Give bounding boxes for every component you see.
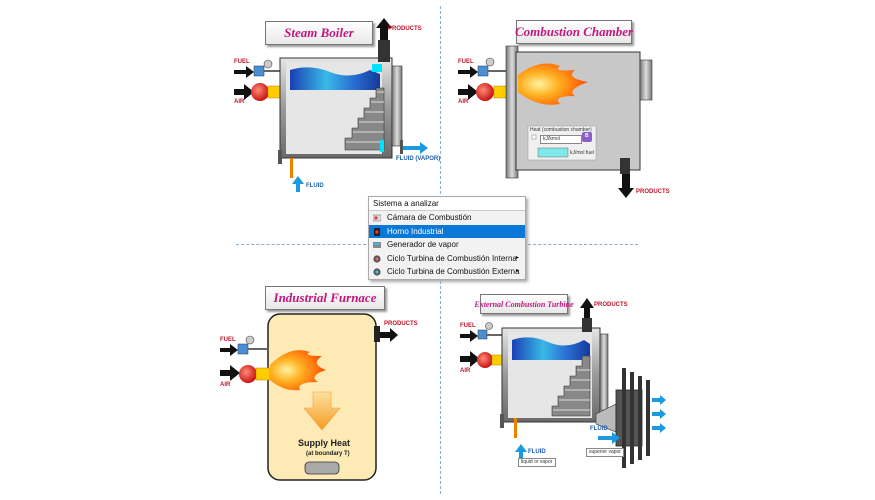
steam-fluid-vapor-label: FLUID (VAPOR) [396, 156, 441, 162]
external-turbine-icon [373, 268, 381, 276]
menu-item-label: Generador de vapor [387, 240, 459, 249]
steam-fluid-arrow [292, 176, 304, 192]
turbine-fluid-in-select[interactable]: liquid or vapor [518, 458, 556, 467]
heat-chamber-label: Heat (combustion chamber) [530, 127, 592, 133]
combustion-chamber-diagram [458, 45, 653, 198]
steam-boiler-title: Steam Boiler [265, 21, 373, 45]
external-turbine-title-text: External Combustion Turbine [474, 299, 574, 309]
menu-item-steam-generator[interactable]: Generador de vapor [369, 238, 525, 252]
steam-boiler-title-text: Steam Boiler [284, 25, 354, 40]
submenu-arrow-icon: ▸ [515, 254, 519, 261]
submenu-arrow-icon: ▸ [515, 268, 519, 274]
steam-products-arrow [376, 18, 392, 40]
menu-item-combustion-chamber[interactable]: Cámara de Combustión [369, 211, 525, 225]
turbine-products-label: PRODUCTS [594, 302, 628, 308]
steam-fuel-label: FUEL [234, 59, 250, 65]
menu-item-industrial-furnace[interactable]: Horno Industrial [369, 224, 525, 238]
menu-item-internal-turbine-cycle[interactable]: Ciclo Turbina de Combustión Interna ▸ [369, 252, 525, 266]
furnace-flame [270, 350, 326, 391]
at-boundary-label: (at boundary T) [306, 451, 350, 457]
menu-item-label: Ciclo Turbina de Combustión Externa [387, 267, 520, 276]
chamber-products-label: PRODUCTS [636, 189, 670, 195]
industrial-furnace-title-text: Industrial Furnace [273, 290, 377, 305]
turbine-fluid-in-label: FLUID [528, 449, 546, 455]
steam-air-label: AIR [234, 99, 245, 105]
heat-unit-text: kJ/mol fuel [570, 150, 594, 156]
steam-products-label: PRODUCTS [388, 26, 422, 32]
turbine-fluid-out-label: FLUID [590, 426, 608, 432]
furnace-fuel-arrow [220, 344, 238, 356]
turbine-fuel-arrow [460, 330, 478, 342]
supply-heat-label: Supply Heat [298, 438, 351, 448]
chamber-flame [518, 63, 588, 105]
turbine-air-label: AIR [460, 368, 471, 374]
heat-unit-select[interactable]: kJ/kmol [540, 135, 582, 144]
external-turbine-title: External Combustion Turbine [474, 294, 574, 314]
turbine-air-arrow [460, 351, 480, 367]
steam-vapor-arrow [402, 142, 428, 154]
chamber-fuel-label: FUEL [458, 59, 474, 65]
internal-turbine-icon [373, 254, 381, 263]
menu-item-label: Cámara de Combustión [387, 213, 472, 222]
horizontal-divider-left [236, 244, 366, 245]
menu-item-external-turbine-cycle[interactable]: Ciclo Turbina de Combustión Externa ▸ [369, 265, 525, 279]
furnace-fuel-label: FUEL [220, 337, 236, 343]
chamber-air-arrow [458, 84, 478, 100]
furnace-products-arrow [380, 328, 398, 342]
industrial-furnace-diagram [220, 313, 398, 481]
horizontal-divider-right [528, 244, 638, 245]
steam-fluid-label: FLUID [306, 183, 324, 189]
chamber-products-arrow [618, 174, 634, 198]
furnace-air-label: AIR [220, 382, 231, 388]
furnace-heat-arrow [303, 391, 341, 431]
heat-panel-button[interactable]: B [585, 133, 589, 139]
furnace-air-arrow [220, 365, 240, 381]
steam-air-arrow [234, 84, 254, 100]
combustion-chamber-icon [373, 214, 381, 222]
combustion-chamber-title-text: Combustion Chamber [514, 24, 634, 39]
steam-generator-icon [373, 242, 381, 248]
menu-item-label: Horno Industrial [387, 226, 444, 236]
menu-item-label: Ciclo Turbina de Combustión Interna [387, 253, 517, 263]
steam-boiler-diagram [234, 18, 428, 192]
steam-fuel-arrow [234, 66, 254, 78]
industrial-furnace-title: Industrial Furnace [265, 286, 385, 310]
turbine-fluid-in-arrow [515, 444, 527, 460]
turbine-fluid-out-arrow [598, 432, 620, 444]
external-turbine-diagram [460, 298, 666, 468]
turbine-fluid-out-select[interactable]: superior vapor [586, 448, 624, 457]
furnace-products-label: PRODUCTS [384, 321, 418, 327]
menu-header: Sistema a analizar [369, 197, 525, 211]
chamber-fuel-arrow [458, 66, 478, 78]
chamber-air-label: AIR [458, 99, 469, 105]
system-select-menu: Sistema a analizar Cámara de Combustión … [368, 196, 526, 280]
combustion-chamber-title: Combustion Chamber [514, 20, 634, 44]
turbine-products-arrow [580, 298, 594, 318]
furnace-icon [374, 227, 380, 236]
turbine-fuel-label: FUEL [460, 323, 476, 329]
